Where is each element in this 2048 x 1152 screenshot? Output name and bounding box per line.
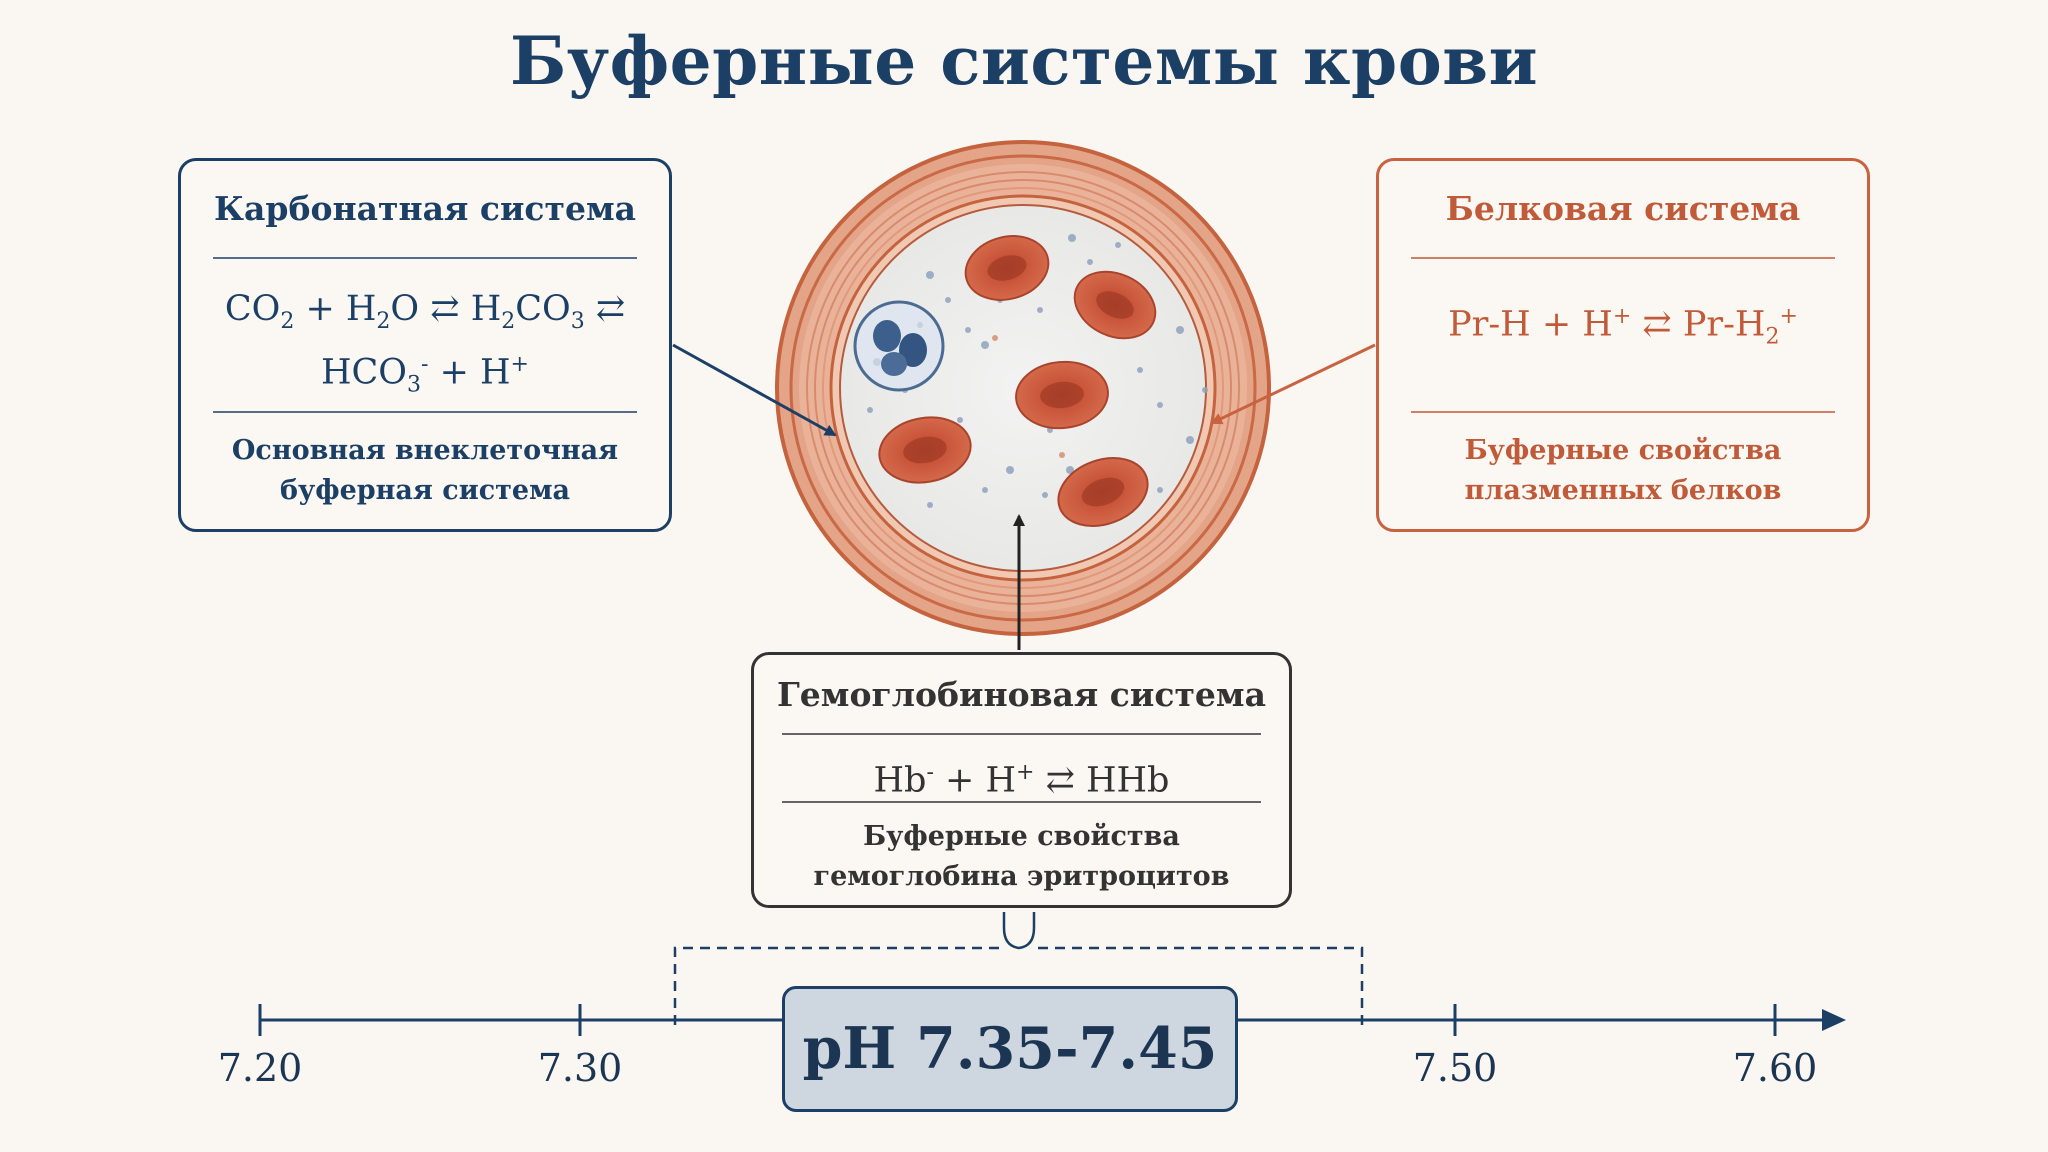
hemoglobin-equation: Hb- + H+ ⇄ HHb <box>873 760 1170 801</box>
carbonate-description: Основная внеклеточная буферная система <box>231 435 619 506</box>
red-blood-cells <box>878 235 1157 527</box>
hemoglobin-system-card: Гемоглобиновая система Hb- + H+ ⇄ HHb Бу… <box>751 652 1292 908</box>
divider <box>213 411 637 413</box>
divider <box>1411 411 1835 413</box>
ph-range-label: pH 7.35-7.45 <box>782 986 1238 1112</box>
carbonate-title: Карбонатная система <box>213 189 637 228</box>
divider <box>782 801 1261 803</box>
carbonate-arrow <box>672 343 837 437</box>
ph-range-bracket <box>673 946 1364 1025</box>
bracket-brace <box>1002 912 1036 950</box>
page-title: Буферные системы крови <box>509 22 1539 100</box>
hemoglobin-title: Гемоглобиновая система <box>777 675 1266 714</box>
protein-system-card: Белковая система Pr-H + H+ ⇄ Pr-H2+ Буфе… <box>1376 158 1870 532</box>
axis-tick-label: 7.20 <box>217 1046 303 1090</box>
carbonate-equation-line-2: HCO3- + H+ <box>321 352 529 398</box>
carbonate-equation-line-1: CO2 + H2O ⇄ H2CO3 ⇄ <box>224 289 626 334</box>
protein-description: Буферные свойства плазменных белков <box>1464 435 1782 506</box>
carbonate-system-card: Карбонатная система CO2 + H2O ⇄ H2CO3 ⇄ … <box>178 158 672 532</box>
axis-tick-label: 7.30 <box>537 1046 623 1090</box>
divider <box>782 733 1261 735</box>
protein-arrow <box>1210 343 1376 425</box>
axis-arrowhead <box>1822 1009 1846 1031</box>
protein-equation: Pr-H + H+ ⇄ Pr-H2+ <box>1448 304 1798 350</box>
divider <box>1411 257 1835 259</box>
axis-tick-label: 7.50 <box>1412 1046 1498 1090</box>
white-blood-cell <box>853 300 945 392</box>
divider <box>213 257 637 259</box>
axis-tick-label: 7.60 <box>1732 1046 1818 1090</box>
protein-title: Белковая система <box>1445 189 1801 228</box>
hemoglobin-description: Буферные свойства гемоглобина эритроцито… <box>813 821 1230 892</box>
